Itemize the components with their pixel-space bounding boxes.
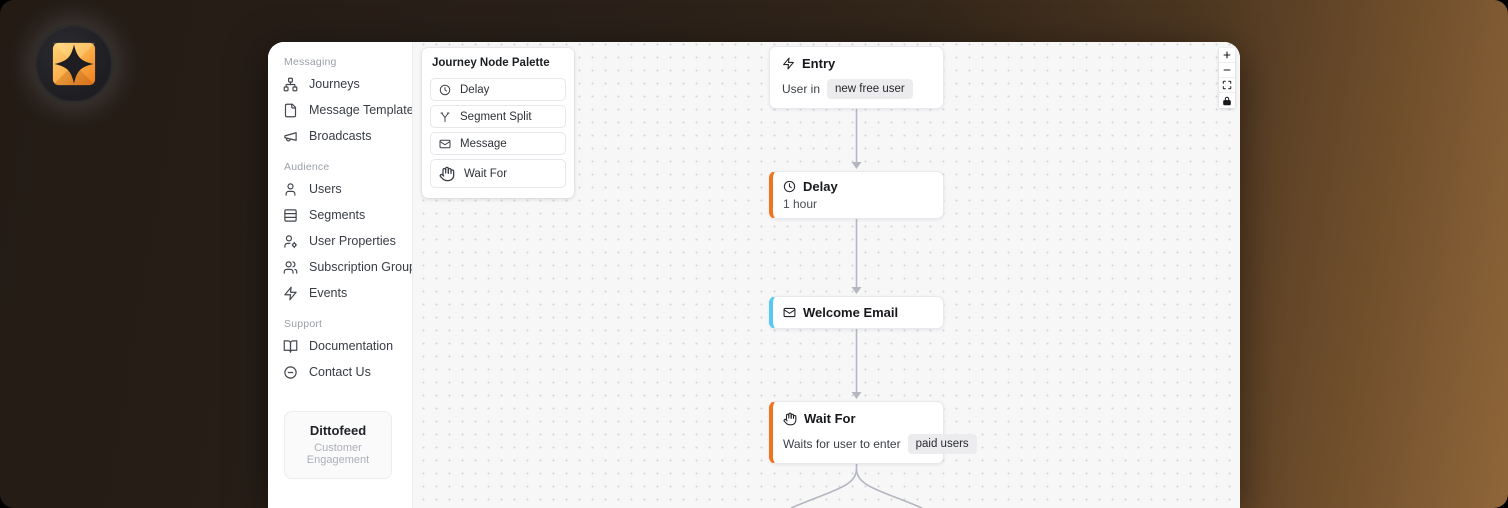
- sidebar-item-label: User Properties: [309, 234, 396, 248]
- hand-icon: [439, 166, 455, 182]
- clock-icon: [439, 84, 451, 96]
- hand-icon: [783, 412, 797, 426]
- subscription-groups-icon: [283, 260, 298, 275]
- journey-canvas[interactable]: Journey Node Palette Delay Segment Split…: [412, 42, 1240, 508]
- journey-node-wait-for[interactable]: Wait For Waits for user to enter paid us…: [769, 401, 977, 464]
- sidebar-item-user-properties[interactable]: User Properties: [283, 228, 402, 254]
- brand-box: Dittofeed Customer Engagement: [284, 411, 392, 479]
- zoom-in-icon: [1222, 50, 1232, 60]
- split-icon: [439, 111, 451, 123]
- journey-node-welcome-email[interactable]: Welcome Email: [769, 296, 944, 329]
- sidebar-item-label: Contact Us: [309, 365, 371, 379]
- documentation-icon: [283, 339, 298, 354]
- journeys-icon: [283, 77, 298, 92]
- users-icon: [283, 182, 298, 197]
- sidebar-item-label: Journeys: [309, 77, 360, 91]
- events-icon: [283, 286, 298, 301]
- contact-us-icon: [283, 365, 298, 380]
- node-body-text: Waits for user to enter: [783, 437, 901, 451]
- sidebar-section-support: Support: [284, 318, 323, 330]
- sidebar-section-audience: Audience: [284, 161, 330, 173]
- sidebar-item-label: Segments: [309, 208, 366, 222]
- clock-icon: [783, 180, 796, 193]
- palette-item-message[interactable]: Message: [430, 132, 566, 155]
- journey-node-entry[interactable]: Entry User in new free user: [769, 46, 944, 109]
- palette-item-wait-for[interactable]: Wait For: [430, 159, 566, 188]
- palette-item-label: Segment Split: [460, 110, 532, 123]
- sidebar-item-users[interactable]: Users: [283, 176, 402, 202]
- sidebar-item-journeys[interactable]: Journeys: [283, 71, 402, 97]
- dittofeed-star-icon: [51, 41, 97, 87]
- canvas-controls: [1219, 48, 1235, 108]
- node-title: Delay: [803, 179, 838, 194]
- palette-title: Journey Node Palette: [432, 57, 550, 69]
- app-window: Messaging Journeys Message Templates Bro…: [268, 42, 1240, 508]
- node-title: Wait For: [804, 411, 856, 426]
- sidebar: Messaging Journeys Message Templates Bro…: [268, 42, 422, 508]
- zoom-out-icon: [1222, 65, 1232, 75]
- zoom-out-button[interactable]: [1219, 63, 1235, 78]
- node-title: Welcome Email: [803, 305, 899, 320]
- message-templates-icon: [283, 103, 298, 118]
- segment-badge: new free user: [827, 79, 913, 99]
- sidebar-item-label: Documentation: [309, 339, 394, 353]
- sidebar-item-label: Events: [309, 286, 348, 300]
- palette-item-delay[interactable]: Delay: [430, 78, 566, 101]
- node-body-text: 1 hour: [783, 197, 818, 211]
- sidebar-item-segments[interactable]: Segments: [283, 202, 402, 228]
- palette-item-label: Delay: [460, 83, 490, 96]
- lock-button[interactable]: [1219, 93, 1235, 108]
- sidebar-item-subscription-groups[interactable]: Subscription Groups: [283, 254, 422, 280]
- sidebar-item-label: Users: [309, 182, 342, 196]
- palette-item-label: Message: [460, 137, 507, 150]
- segments-icon: [283, 208, 298, 223]
- palette-item-segment-split[interactable]: Segment Split: [430, 105, 566, 128]
- mail-icon: [439, 138, 451, 150]
- sidebar-section-messaging: Messaging: [284, 56, 337, 68]
- mail-icon: [783, 306, 796, 319]
- sidebar-item-documentation[interactable]: Documentation: [283, 333, 402, 359]
- sidebar-item-contact-us[interactable]: Contact Us: [283, 359, 402, 385]
- sidebar-item-label: Message Templates: [309, 103, 420, 117]
- broadcasts-icon: [283, 129, 298, 144]
- bolt-icon: [782, 57, 795, 70]
- journey-node-palette: Journey Node Palette Delay Segment Split…: [422, 48, 574, 198]
- sidebar-item-message-templates[interactable]: Message Templates: [283, 97, 420, 123]
- sidebar-item-events[interactable]: Events: [283, 280, 402, 306]
- lock-icon: [1222, 96, 1232, 106]
- dittofeed-logo: [36, 26, 112, 102]
- segment-badge: paid users: [907, 434, 977, 454]
- brand-name: Dittofeed: [309, 423, 367, 438]
- brand-subtitle: Customer Engagement: [306, 442, 370, 466]
- journey-node-delay[interactable]: Delay 1 hour: [769, 171, 944, 219]
- user-properties-icon: [283, 234, 298, 249]
- palette-item-label: Wait For: [464, 167, 508, 180]
- node-title: Entry: [802, 56, 836, 71]
- node-body-text: User in: [782, 82, 821, 96]
- zoom-in-button[interactable]: [1219, 48, 1235, 63]
- sidebar-item-label: Subscription Groups: [309, 260, 423, 274]
- fit-view-icon: [1222, 80, 1232, 90]
- sidebar-item-broadcasts[interactable]: Broadcasts: [283, 123, 402, 149]
- fit-view-button[interactable]: [1219, 78, 1235, 93]
- sidebar-item-label: Broadcasts: [309, 129, 372, 143]
